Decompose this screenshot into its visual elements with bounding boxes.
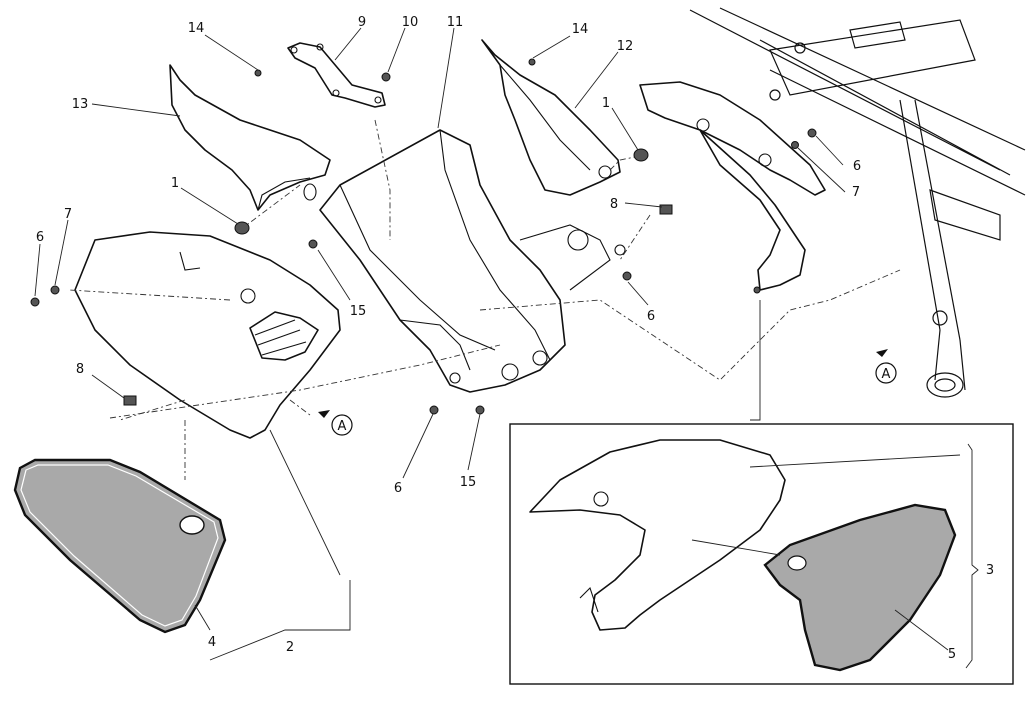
screw-icon xyxy=(528,58,536,66)
callout-6: 6 xyxy=(853,159,861,174)
motorcycle-frame xyxy=(689,7,1026,398)
callout-1: 1 xyxy=(171,176,179,191)
washer-icon xyxy=(791,141,799,149)
screw-icon xyxy=(308,239,318,249)
callout-8: 8 xyxy=(610,197,618,212)
central-fairing xyxy=(319,129,626,393)
screw-icon xyxy=(30,297,40,307)
screw-icon xyxy=(753,286,761,294)
fasteners xyxy=(30,58,817,415)
reference-letter: A xyxy=(882,367,891,382)
callout-13: 13 xyxy=(72,97,89,112)
bracket-part-9 xyxy=(287,42,386,108)
washer-icon xyxy=(50,285,60,295)
grommet-icon xyxy=(633,148,649,162)
callout-7: 7 xyxy=(852,185,860,200)
callout-10: 10 xyxy=(402,15,419,30)
callout-labels: 14 9 10 11 14 12 13 1 1 6 7 6 7 8 15 6 8… xyxy=(36,15,994,662)
reference-letter: A xyxy=(338,419,347,434)
assembly-dashed-lines xyxy=(69,119,901,480)
callout-6: 6 xyxy=(36,230,44,245)
callout-1: 1 xyxy=(602,96,610,111)
callout-8: 8 xyxy=(76,362,84,377)
reference-marker-a-left: A xyxy=(318,410,353,436)
grommet-icon xyxy=(381,72,391,82)
grommet-icon xyxy=(234,221,250,235)
callout-2: 2 xyxy=(286,640,294,655)
callout-15: 15 xyxy=(350,304,367,319)
screw-icon xyxy=(475,405,485,415)
screw-icon xyxy=(622,271,632,281)
left-pad-part-4 xyxy=(13,458,227,634)
callout-6: 6 xyxy=(647,309,655,324)
callout-7: 7 xyxy=(64,207,72,222)
callout-14: 14 xyxy=(188,21,205,36)
reference-marker-a-right: A xyxy=(875,349,897,384)
callout-4: 4 xyxy=(208,635,216,650)
screw-icon xyxy=(254,69,262,77)
inner-panel-part-12 xyxy=(481,39,621,196)
upper-left-cover xyxy=(169,64,331,211)
callout-11: 11 xyxy=(447,15,464,30)
left-side-cover xyxy=(74,231,341,439)
callout-6: 6 xyxy=(394,481,402,496)
screw-icon xyxy=(429,405,439,415)
inset-detail-box xyxy=(509,423,1014,685)
clip-icon xyxy=(659,204,673,215)
right-side-cover xyxy=(639,81,826,291)
clip-icon xyxy=(123,395,137,406)
callout-15: 15 xyxy=(460,475,477,490)
callout-9: 9 xyxy=(358,15,366,30)
callout-12: 12 xyxy=(617,39,634,54)
callout-3: 3 xyxy=(986,563,994,578)
leader-lines xyxy=(34,27,979,669)
callout-14: 14 xyxy=(572,22,589,37)
screw-icon xyxy=(807,128,817,138)
callout-5: 5 xyxy=(948,647,956,662)
